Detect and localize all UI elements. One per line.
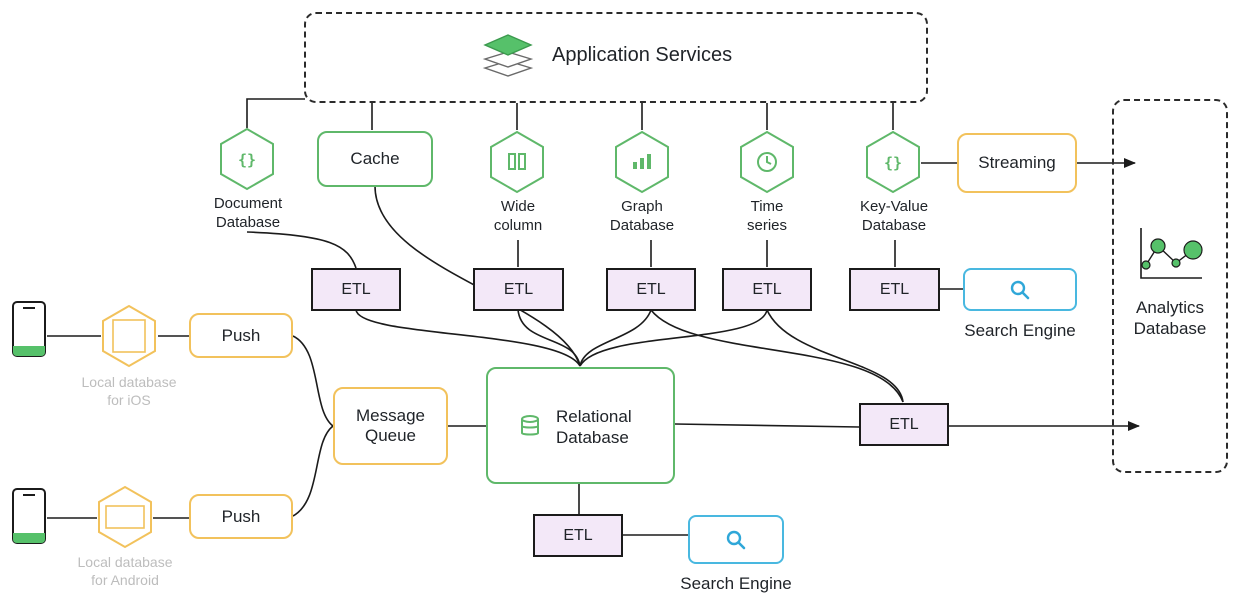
- search-engine-label-top: Search Engine: [964, 321, 1076, 340]
- message-queue-node[interactable]: Message Queue: [333, 387, 448, 465]
- etl-analytics[interactable]: ETL: [859, 403, 949, 446]
- svg-text:{}: {}: [884, 154, 902, 172]
- relational-database-node[interactable]: Relational Database: [486, 367, 675, 484]
- layers-icon: [481, 31, 535, 79]
- local-database-ios-label: Local database for iOS: [81, 374, 177, 408]
- wide-column-label: Wide column: [493, 198, 543, 234]
- bar-chart-icon: [615, 130, 669, 194]
- phone-icon-ios: [11, 300, 47, 358]
- etl-graph[interactable]: ETL: [606, 268, 696, 311]
- etl-key-value[interactable]: ETL: [849, 268, 940, 311]
- svg-text:{}: {}: [238, 151, 256, 169]
- wide-column-node[interactable]: [489, 130, 545, 194]
- etl-document[interactable]: ETL: [311, 268, 401, 311]
- local-database-ios-node[interactable]: [100, 304, 158, 368]
- etl-time-series[interactable]: ETL: [722, 268, 812, 311]
- document-database-node[interactable]: {}: [219, 127, 275, 191]
- cache-node[interactable]: Cache: [317, 131, 433, 187]
- local-database-android-node[interactable]: [96, 485, 154, 549]
- analytics-database-label: Analytics Database: [1133, 298, 1207, 338]
- search-icon: [1010, 280, 1030, 299]
- search-engine-node-bottom[interactable]: [688, 515, 784, 564]
- search-engine-node-top[interactable]: [963, 268, 1077, 311]
- graph-database-label: Graph Database: [609, 198, 675, 234]
- phone-icon-android: [11, 487, 47, 545]
- braces-icon: {}: [866, 130, 920, 194]
- application-services-label: Application Services: [552, 44, 733, 66]
- time-series-label: Time series: [746, 198, 787, 234]
- braces-icon: {}: [220, 127, 274, 191]
- search-icon: [726, 530, 746, 549]
- line-chart-icon: [1140, 228, 1203, 279]
- graph-database-node[interactable]: [614, 130, 670, 194]
- etl-wide-column[interactable]: ETL: [473, 268, 564, 311]
- analytics-database-container[interactable]: Analytics Database: [1112, 99, 1228, 473]
- hexagon-icon: [98, 485, 152, 549]
- hexagon-icon: [102, 304, 156, 368]
- document-database-label: Document Database: [213, 195, 283, 231]
- time-series-node[interactable]: [739, 130, 795, 194]
- push-node-android[interactable]: Push: [189, 494, 293, 539]
- columns-icon: [490, 130, 544, 194]
- application-services-container: Application Services: [304, 12, 928, 103]
- clock-icon: [740, 130, 794, 194]
- key-value-database-node[interactable]: {}: [865, 130, 921, 194]
- push-node-ios[interactable]: Push: [189, 313, 293, 358]
- local-database-android-label: Local database for Android: [77, 554, 173, 588]
- etl-bottom[interactable]: ETL: [533, 514, 623, 557]
- streaming-node[interactable]: Streaming: [957, 133, 1077, 193]
- key-value-database-label: Key-Value Database: [859, 198, 929, 234]
- search-engine-label-bottom: Search Engine: [680, 574, 792, 593]
- database-icon: [521, 415, 539, 436]
- relational-database-label: Relational Database: [556, 407, 632, 447]
